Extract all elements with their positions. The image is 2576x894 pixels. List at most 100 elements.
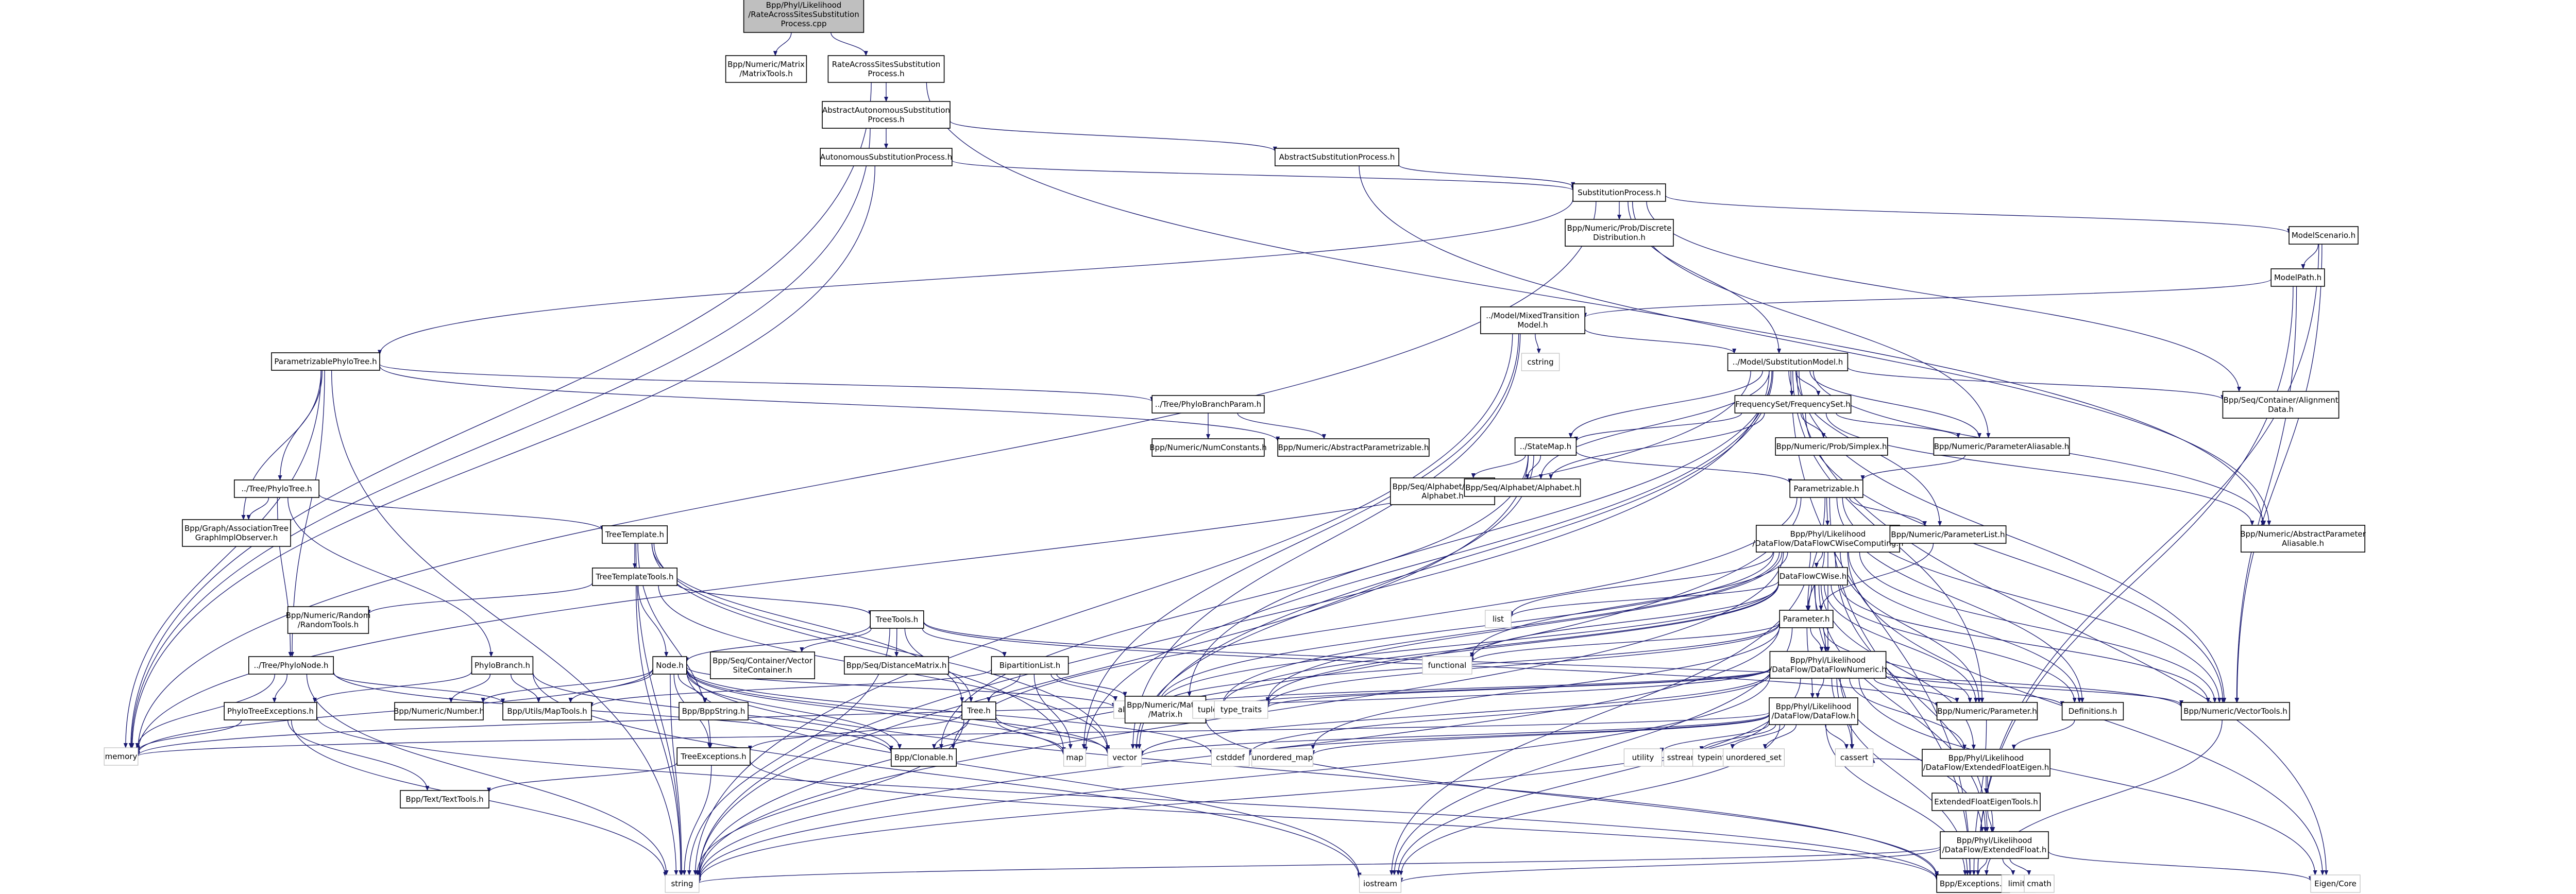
graph-node-numconst[interactable]: Bpp/Numeric/NumConstants.h <box>1149 438 1267 457</box>
graph-node-matrixtools[interactable]: Bpp/Numeric/Matrix/MatrixTools.h <box>725 55 807 83</box>
node-label: ModelPath.h <box>2274 273 2321 282</box>
edge-statemap-to-nucalpha <box>1471 455 1526 478</box>
edge-mixed-to-cstring <box>1535 333 1541 354</box>
edge-dataflow-to-iostream <box>1399 724 1781 876</box>
node-box <box>652 656 687 675</box>
graph-node-treetools[interactable]: TreeTools.h <box>870 610 924 629</box>
graph-node-root[interactable]: Bpp/Phyl/Likelihood/RateAcrossSitesSubst… <box>743 0 865 33</box>
graph-node-unordered_set: unordered_set <box>1723 748 1785 767</box>
graph-node-efeigen[interactable]: Bpp/Phyl/Likelihood/DataFlow/ExtendedFlo… <box>1922 749 2050 777</box>
edge-extfloat-to-exceptions <box>1976 858 1988 875</box>
graph-node-dfnumeric[interactable]: Bpp/Phyl/Likelihood/DataFlow/DataFlowNum… <box>1769 651 1887 679</box>
graph-node-tree[interactable]: Tree.h <box>961 701 996 720</box>
edge-node-to-bppstring <box>677 674 707 703</box>
graph-node-freqset[interactable]: FrequencySet/FrequencySet.h <box>1734 395 1852 414</box>
graph-node-graphobs[interactable]: Bpp/Graph/AssociationTreeGraphImplObserv… <box>182 519 291 547</box>
edge-aasp-to-absp <box>950 121 1277 152</box>
edge-statemap-to-string <box>697 455 1529 876</box>
edge-bipart-to-tree <box>987 674 1021 702</box>
graph-node-definitions[interactable]: Definitions.h <box>2061 702 2124 720</box>
node-label: Bpp/Phyl/Likelihood <box>1790 529 1866 539</box>
graph-node-statemap[interactable]: ../StateMap.h <box>1514 437 1577 456</box>
edge-freqset-to-statemap <box>1574 412 1742 442</box>
graph-node-paramlist[interactable]: Bpp/Numeric/ParameterList.h <box>1889 525 2007 544</box>
nodes-layer: Bpp/Phyl/Likelihood/RateAcrossSitesSubst… <box>104 0 2366 893</box>
edge-statemap-to-vector <box>1134 455 1534 749</box>
graph-node-ptexc[interactable]: PhyloTreeExceptions.h <box>224 702 317 720</box>
graph-node-matrix[interactable]: Bpp/Numeric/Matrix/Matrix.h <box>1124 696 1207 724</box>
graph-node-sp[interactable]: SubstitutionProcess.h <box>1572 183 1666 202</box>
node-label: iostream <box>1363 879 1397 888</box>
node-box <box>961 701 996 720</box>
graph-node-exceptions[interactable]: Bpp/Exceptions.h <box>1936 874 2010 893</box>
graph-node-treetemplate[interactable]: TreeTemplate.h <box>602 525 668 544</box>
edge-dfcwise-to-typetraits <box>1265 584 1779 704</box>
node-label: memory <box>105 752 138 761</box>
edge-aasp-to-memory <box>129 128 871 748</box>
graph-node-randomtools[interactable]: Bpp/Numeric/Random/RandomTools.h <box>286 606 371 634</box>
edge-parameter-to-iostream <box>1392 627 1793 875</box>
graph-node-absparam[interactable]: Bpp/Numeric/AbstractParametrizable.h <box>1277 438 1430 457</box>
graph-node-maptools[interactable]: Bpp/Utils/MapTools.h <box>502 702 592 720</box>
graph-node-simplex[interactable]: Bpp/Numeric/Prob/Simplex.h <box>1775 437 1888 456</box>
graph-node-clonable[interactable]: Bpp/Clonable.h <box>891 748 957 767</box>
node-label: AutonomousSubstitutionProcess.h <box>820 152 952 162</box>
graph-node-dataflow[interactable]: Bpp/Phyl/Likelihood/DataFlow/DataFlow.h <box>1769 697 1858 725</box>
graph-node-extfloat[interactable]: Bpp/Phyl/Likelihood/DataFlow/ExtendedFlo… <box>1940 831 2049 859</box>
edge-sp-to-alignment <box>1646 201 2241 392</box>
graph-node-vectortools[interactable]: Bpp/Numeric/VectorTools.h <box>2181 702 2290 720</box>
graph-node-dfcwise[interactable]: DataFlowCWise.h <box>1778 567 1848 586</box>
graph-node-texttools[interactable]: Bpp/Text/TextTools.h <box>400 790 489 809</box>
graph-node-treeexc[interactable]: TreeExceptions.h <box>676 747 751 766</box>
graph-node-distmatrix[interactable]: Bpp/Seq/DistanceMatrix.h <box>844 656 950 675</box>
graph-node-phylotree[interactable]: ../Tree/PhyloTree.h <box>233 479 319 498</box>
edge-dataflow-to-vector <box>1140 714 1770 757</box>
edge-submodel-to-eigencore <box>1797 370 2329 875</box>
edge-root-to-matrixtools <box>773 32 792 56</box>
graph-node-bppstring[interactable]: Bpp/BppString.h <box>679 702 749 720</box>
graph-node-asp[interactable]: AutonomousSubstitutionProcess.h <box>820 148 953 166</box>
graph-node-alpha[interactable]: Bpp/Seq/Alphabet/Alphabet.h <box>1464 478 1581 497</box>
graph-node-absp[interactable]: AbstractSubstitutionProcess.h <box>1275 148 1400 166</box>
edge-submodel-to-alignment <box>1847 367 2225 401</box>
graph-node-ttt[interactable]: TreeTemplateTools.h <box>592 568 678 586</box>
graph-node-node[interactable]: Node.h <box>652 656 687 675</box>
edge-phylonode-to-memory <box>135 674 275 748</box>
graph-node-number[interactable]: Bpp/Numeric/Number.h <box>394 702 484 720</box>
edge-treetemplate-to-map <box>651 543 1066 753</box>
node-label: cmath <box>2027 879 2051 888</box>
edge-asp-to-memory <box>130 165 875 748</box>
node-label: string <box>671 879 693 888</box>
graph-node-phylonode[interactable]: ../Tree/PhyloNode.h <box>248 656 334 675</box>
node-label: ../Model/MixedTransition <box>1486 311 1580 320</box>
node-box <box>1734 395 1852 414</box>
edge-modelscenario-to-exceptions <box>1976 244 2319 875</box>
node-box <box>725 55 807 83</box>
graph-node-efeigentools[interactable]: ExtendedFloatEigenTools.h <box>1931 793 2041 811</box>
graph-node-map: map <box>1063 748 1087 767</box>
graph-node-paramalias[interactable]: Bpp/Numeric/ParameterAliasable.h <box>1933 437 2070 456</box>
graph-node-phylobranch[interactable]: PhyloBranch.h <box>471 656 534 675</box>
graph-node-parameter[interactable]: Parameter.h <box>1779 610 1834 628</box>
edge-phylonode-to-string <box>306 674 669 875</box>
graph-node-modelpath[interactable]: ModelPath.h <box>2270 268 2325 287</box>
edge-node-to-vector <box>686 668 1110 755</box>
graph-node-bipart[interactable]: BipartitionList.h <box>991 656 1069 675</box>
node-label: /DataFlow/ExtendedFloat.h <box>1942 845 2047 854</box>
graph-node-pbp[interactable]: ../Tree/PhyloBranchParam.h <box>1151 395 1265 414</box>
graph-node-ppt[interactable]: ParametrizablePhyloTree.h <box>271 352 380 371</box>
node-box <box>233 479 319 498</box>
graph-node-dfcwc[interactable]: Bpp/Phyl/Likelihood/DataFlow/DataFlowCWi… <box>1752 525 1904 553</box>
graph-node-modelscenario[interactable]: ModelScenario.h <box>2289 226 2359 245</box>
graph-node-parametrizable[interactable]: Parametrizable.h <box>1789 479 1863 498</box>
node-box <box>679 702 749 720</box>
graph-node-submodel[interactable]: ../Model/SubstitutionModel.h <box>1727 353 1849 371</box>
graph-node-numparam[interactable]: Bpp/Numeric/Parameter.h <box>1936 702 2038 720</box>
